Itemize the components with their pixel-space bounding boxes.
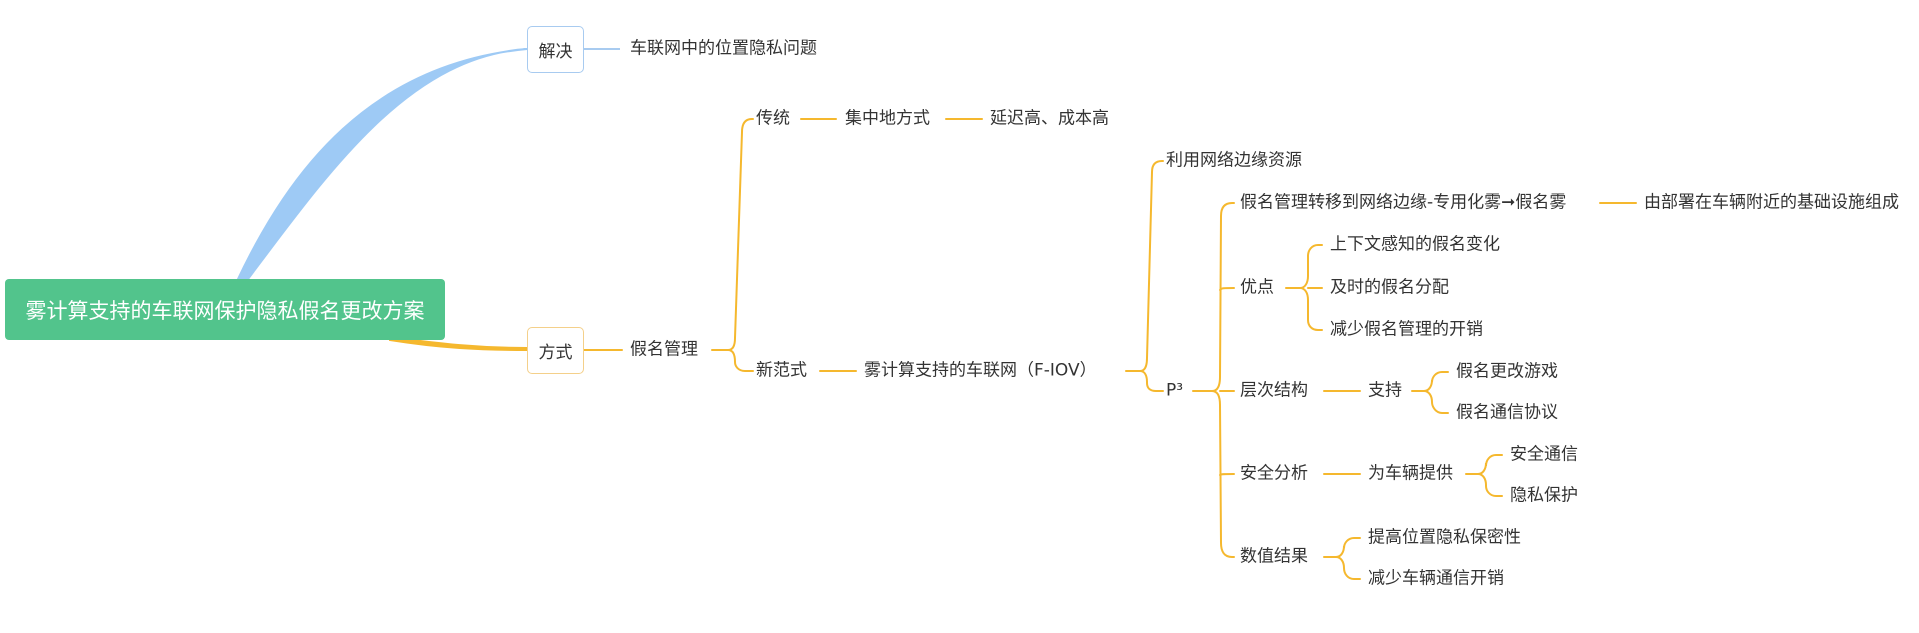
node-privacy[interactable]: 隐私保护 — [1510, 485, 1578, 506]
node-num-2[interactable]: 减少车辆通信开销 — [1368, 568, 1504, 589]
edge-root-solve — [236, 48, 528, 280]
node-hierarchy[interactable]: 层次结构 — [1240, 380, 1308, 401]
node-edge-resources[interactable]: 利用网络边缘资源 — [1166, 150, 1302, 171]
node-protocol[interactable]: 假名通信协议 — [1456, 402, 1558, 423]
node-p3[interactable]: P³ — [1166, 380, 1184, 401]
node-transfer-detail[interactable]: 由部署在车辆附近的基础设施组成 — [1644, 192, 1899, 213]
node-fiov[interactable]: 雾计算支持的车联网（F-IOV） — [864, 360, 1097, 381]
node-security[interactable]: 安全分析 — [1240, 463, 1308, 484]
node-advantages[interactable]: 优点 — [1240, 277, 1274, 298]
node-pseudonym-mgmt[interactable]: 假名管理 — [630, 339, 698, 360]
node-centralized[interactable]: 集中地方式 — [845, 108, 930, 129]
node-high-cost[interactable]: 延迟高、成本高 — [990, 108, 1109, 129]
node-adv-2[interactable]: 及时的假名分配 — [1330, 277, 1449, 298]
node-support[interactable]: 支持 — [1368, 380, 1402, 401]
node-secure-comm[interactable]: 安全通信 — [1510, 444, 1578, 465]
solve-item[interactable]: 车联网中的位置隐私问题 — [630, 38, 817, 59]
node-adv-1[interactable]: 上下文感知的假名变化 — [1330, 234, 1500, 255]
node-new-paradigm[interactable]: 新范式 — [756, 360, 807, 381]
node-provide[interactable]: 为车辆提供 — [1368, 463, 1453, 484]
node-game[interactable]: 假名更改游戏 — [1456, 361, 1558, 382]
branch-solve[interactable]: 解决 — [527, 26, 584, 73]
node-traditional[interactable]: 传统 — [756, 108, 790, 129]
node-adv-3[interactable]: 减少假名管理的开销 — [1330, 319, 1483, 340]
node-transfer[interactable]: 假名管理转移到网络边缘-专用化雾➞假名雾 — [1240, 192, 1567, 213]
root-topic[interactable]: 雾计算支持的车联网保护隐私假名更改方案 — [5, 279, 445, 340]
node-numeric[interactable]: 数值结果 — [1240, 546, 1308, 567]
branch-method[interactable]: 方式 — [527, 327, 584, 374]
node-num-1[interactable]: 提高位置隐私保密性 — [1368, 527, 1521, 548]
